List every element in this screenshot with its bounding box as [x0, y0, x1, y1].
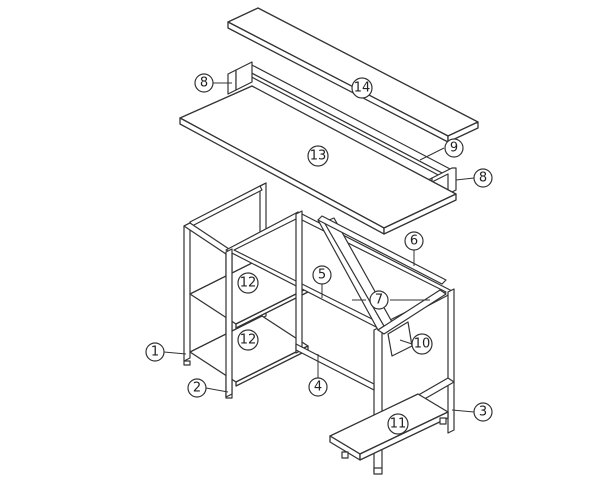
svg-text:14: 14	[354, 81, 371, 96]
leader-lines	[163, 82, 475, 413]
svg-text:2: 2	[193, 381, 201, 396]
svg-text:8: 8	[479, 171, 487, 186]
svg-text:13: 13	[310, 149, 327, 164]
callout-1: 1	[145, 342, 165, 362]
label-14: 14	[351, 77, 373, 99]
label-12-upper: 12	[237, 272, 259, 294]
callout-8-right: 8	[473, 168, 493, 188]
svg-text:7: 7	[375, 293, 383, 308]
label-12-lower: 12	[237, 329, 259, 351]
label-13: 13	[307, 145, 329, 167]
svg-text:6: 6	[410, 234, 418, 249]
callout-5: 5	[312, 265, 332, 285]
svg-text:4: 4	[314, 380, 322, 395]
desk-frame	[225, 210, 455, 473]
svg-text:10: 10	[414, 337, 431, 352]
svg-text:12: 12	[240, 276, 257, 291]
riser-frame	[227, 61, 457, 205]
callout-3: 3	[473, 402, 493, 422]
callout-2: 2	[187, 378, 207, 398]
svg-text:12: 12	[240, 333, 257, 348]
label-11: 11	[387, 413, 409, 435]
callout-8-left: 8	[194, 73, 214, 93]
callout-9: 9	[444, 138, 464, 158]
callout-10: 10	[411, 333, 433, 355]
callout-6: 6	[404, 231, 424, 251]
svg-text:11: 11	[390, 417, 407, 432]
svg-text:3: 3	[479, 405, 487, 420]
svg-text:9: 9	[450, 141, 458, 156]
svg-text:5: 5	[318, 268, 326, 283]
callout-4: 4	[308, 377, 328, 397]
svg-text:8: 8	[200, 76, 208, 91]
svg-text:1: 1	[151, 345, 159, 360]
top-shelf-board	[227, 7, 479, 143]
callout-7: 7	[369, 290, 389, 310]
cpu-stand	[329, 393, 449, 475]
